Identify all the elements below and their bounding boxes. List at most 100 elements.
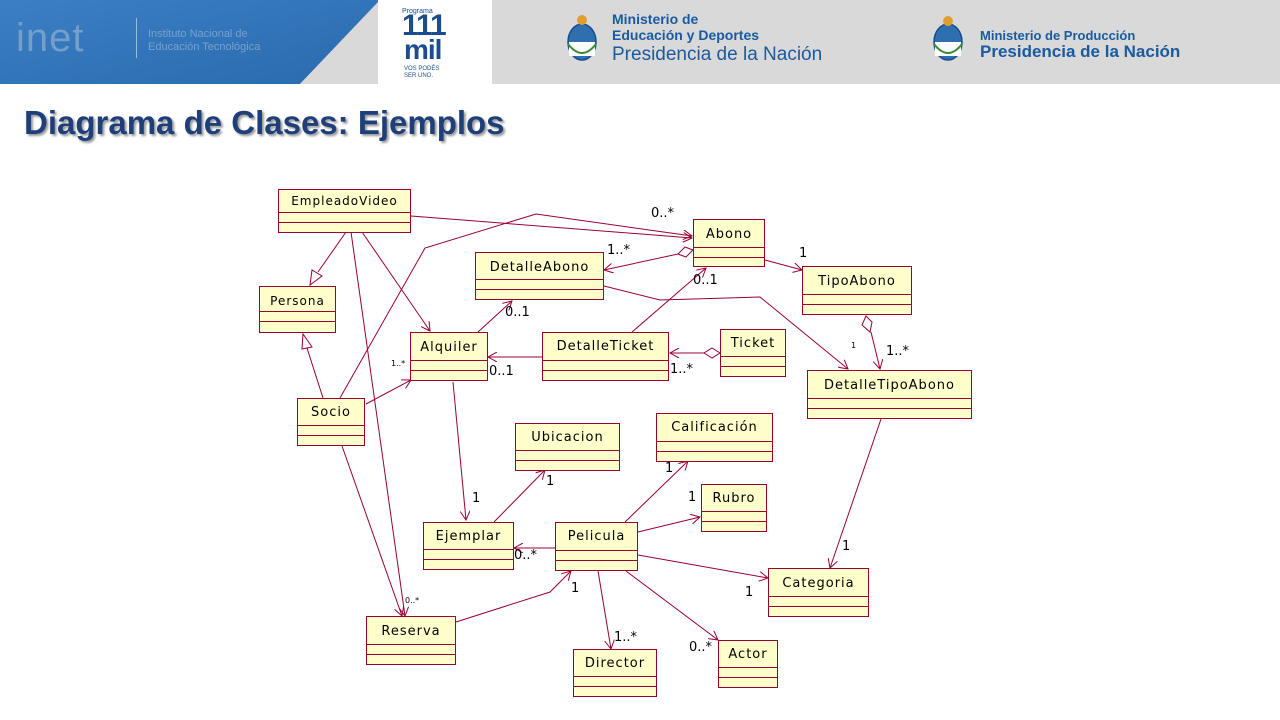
class-name: TipoAbono xyxy=(818,274,896,289)
assoc-socio-alquiler xyxy=(365,380,411,405)
class-reserva[interactable]: Reserva xyxy=(366,616,456,665)
class-divider xyxy=(279,212,410,213)
multiplicity-label: 1..* xyxy=(886,344,910,359)
class-director[interactable]: Director xyxy=(573,649,657,697)
class-divider xyxy=(657,451,772,452)
multiplicity-label: 0..* xyxy=(651,206,675,221)
multiplicity-label: 1 xyxy=(688,490,697,505)
class-divider xyxy=(719,677,777,678)
multiplicity-label: 1 xyxy=(745,585,754,600)
multiplicity-label: 1..* xyxy=(670,362,694,377)
class-name: Abono xyxy=(705,227,753,242)
ministry-education-line3: Presidencia de la Nación xyxy=(612,44,823,65)
class-alquiler[interactable]: Alquiler xyxy=(410,332,488,381)
class-name: Pelicula xyxy=(567,529,626,544)
class-divider xyxy=(516,460,619,461)
class-name: Ticket xyxy=(730,336,776,351)
multiplicity-label: 1..* xyxy=(614,630,638,645)
class-divider xyxy=(719,667,777,668)
class-divider xyxy=(808,398,971,399)
assoc-empleado-abono xyxy=(410,215,692,238)
class-divider xyxy=(556,550,637,551)
class-divider xyxy=(721,356,785,357)
class-calificacion[interactable]: Calificación xyxy=(656,413,773,462)
class-name: Persona xyxy=(270,294,325,308)
class-socio[interactable]: Socio xyxy=(297,398,365,446)
class-divider xyxy=(769,606,868,607)
class-divider xyxy=(367,644,455,645)
coat-of-arms-icon xyxy=(567,15,597,61)
assoc-pelicula-categoria xyxy=(637,554,768,578)
program-tagline-line2: SER UNO. xyxy=(404,73,434,79)
aggregation-diamond xyxy=(861,315,873,333)
ministry-education-line1: Ministerio de xyxy=(612,11,699,27)
program-tagline-line1: VOS PODÉS xyxy=(404,66,440,72)
class-name: Rubro xyxy=(712,491,756,506)
class-rubro[interactable]: Rubro xyxy=(701,484,767,532)
generalization-arrowhead xyxy=(309,269,323,287)
class-actor[interactable]: Actor xyxy=(718,640,778,688)
assoc-pelicula-calificacion xyxy=(624,461,688,523)
class-name: EmpleadoVideo xyxy=(291,194,398,208)
class-detalle-abono[interactable]: DetalleAbono xyxy=(475,252,604,300)
ministry-production-line1: Ministerio de Producción xyxy=(980,28,1136,43)
ministry-education-line2: Educación y Deportes xyxy=(612,27,760,43)
class-divider xyxy=(411,360,487,361)
inet-logo-text: inet xyxy=(16,16,85,60)
multiplicity-label: 0..1 xyxy=(505,305,530,320)
assoc-abono-tipoabono xyxy=(764,259,802,270)
class-categoria[interactable]: Categoria xyxy=(768,568,869,617)
assoc-empleado-reserva xyxy=(350,231,405,616)
class-divider xyxy=(424,559,513,560)
class-divider xyxy=(803,304,911,305)
program-111mil-logo xyxy=(378,0,492,84)
class-tipo-abono[interactable]: TipoAbono xyxy=(802,266,912,315)
class-pelicula[interactable]: Pelicula xyxy=(555,522,638,571)
class-detalle-ticket[interactable]: DetalleTicket xyxy=(542,332,669,381)
class-name: Categoria xyxy=(782,576,855,591)
gen-empleado-persona xyxy=(317,231,347,273)
class-divider xyxy=(803,294,911,295)
assoc-empleado-alquiler xyxy=(361,231,430,331)
class-name: Ubicacion xyxy=(531,430,604,445)
class-divider xyxy=(721,366,785,367)
class-divider xyxy=(260,311,335,312)
class-detalle-tipo-abono[interactable]: DetalleTipoAbono xyxy=(807,370,972,419)
header-bar: inet Instituto Nacional de Educación Tec… xyxy=(0,0,1280,84)
class-ticket[interactable]: Ticket xyxy=(720,329,786,377)
assoc-socio-reserva xyxy=(341,445,402,616)
multiplicity-label: 1 xyxy=(842,539,851,554)
class-divider xyxy=(769,596,868,597)
assoc-pelicula-director xyxy=(597,570,611,649)
class-divider xyxy=(543,360,668,361)
class-divider xyxy=(808,408,971,409)
class-divider xyxy=(411,370,487,371)
inet-panel-shape xyxy=(0,0,380,84)
class-divider xyxy=(424,549,513,550)
class-abono[interactable]: Abono xyxy=(693,219,765,267)
multiplicity-label: 0..* xyxy=(405,596,420,605)
assoc-alquiler-ejemplar xyxy=(452,381,466,520)
class-name: Alquiler xyxy=(420,340,478,355)
class-empleado-video[interactable]: EmpleadoVideo xyxy=(278,189,411,233)
class-divider xyxy=(367,654,455,655)
inet-subtitle-line2: Educación Tecnológica xyxy=(148,41,261,53)
assoc-detalleabono-detalletipoabono xyxy=(603,285,848,369)
class-divider xyxy=(657,441,772,442)
multiplicity-label: 1 xyxy=(799,246,808,261)
multiplicity-label: 1 xyxy=(472,491,481,506)
coat-of-arms-icon xyxy=(933,16,963,61)
class-persona[interactable]: Persona xyxy=(259,286,336,333)
class-ejemplar[interactable]: Ejemplar xyxy=(423,522,514,570)
assoc-reserva-pelicula xyxy=(455,571,571,623)
assoc-ejemplar-ubicacion xyxy=(493,470,545,523)
multiplicity-label: 0..* xyxy=(689,640,713,655)
class-divider xyxy=(694,247,764,248)
class-divider xyxy=(574,676,656,677)
class-divider xyxy=(694,257,764,258)
class-ubicacion[interactable]: Ubicacion xyxy=(515,423,620,471)
class-divider xyxy=(516,450,619,451)
class-divider xyxy=(702,511,766,512)
page-title: Diagrama de Clases: Ejemplos xyxy=(24,104,505,141)
